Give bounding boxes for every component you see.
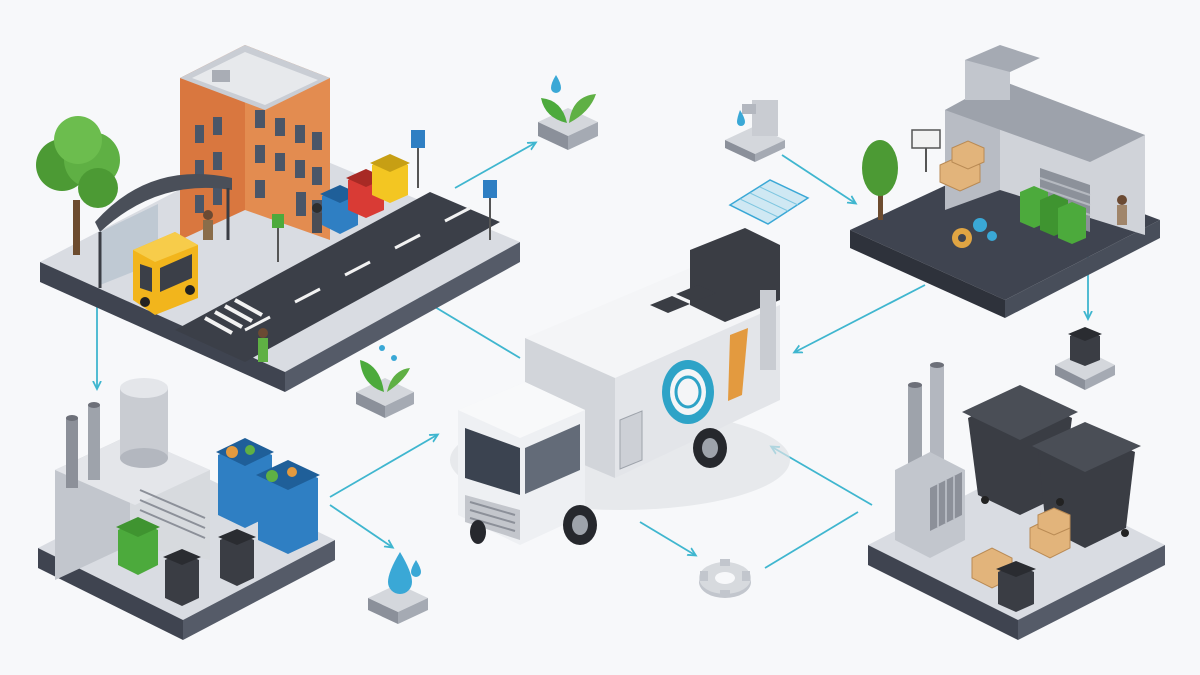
truck-wheels [470,428,727,545]
arrow-facility-to-truck [795,284,926,352]
leaf-sprout-icon [356,345,414,418]
arrow-truck-to-gear [639,521,695,555]
dumpster-yard-icon [868,362,1165,640]
dark-bins [163,529,256,606]
recycling-plant-icon [38,378,335,640]
green-bins [1020,186,1086,244]
green-bin-icon [116,517,160,575]
blue-dumpsters [216,438,320,554]
solar-panel-icon [728,179,810,225]
garbage-truck-icon [450,179,810,545]
arrow-street-to-leaf [454,143,535,189]
water-drop-icon [368,552,428,624]
arrow-gear-to-yard [764,511,859,569]
bus-icon [133,232,198,315]
arrow-plant-to-water [329,504,392,547]
street-sign-icons [272,130,497,262]
city-street-icon [36,45,520,392]
gear-icon [699,559,751,598]
arrow-faucet-to-facility [781,154,855,203]
trash-bin-icon [1055,327,1115,390]
facility-icon [850,45,1160,318]
tree-icon [862,140,898,220]
water-faucet-icon [725,100,785,162]
brick-building [180,45,330,240]
gear-water-detail [952,218,997,248]
pedestrian-icons [203,203,322,362]
tree-icon [36,116,120,255]
cardboard-boxes [939,140,985,192]
leaf-sprout-icon [538,75,598,150]
recycling-logo-icon [662,360,714,424]
arrow-plant-to-truck [329,435,437,498]
yellow-bin-icon [370,154,410,203]
recycle-bins [320,154,410,234]
